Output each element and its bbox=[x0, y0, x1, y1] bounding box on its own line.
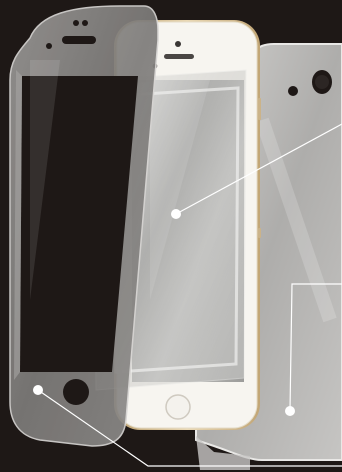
front-camera bbox=[175, 41, 181, 47]
callout-dot-front-cover bbox=[33, 385, 43, 395]
front-cover-home-button-hole bbox=[63, 379, 89, 405]
callout-dot-back-cover bbox=[285, 406, 295, 416]
side-button bbox=[258, 98, 261, 120]
callout-dot-glass bbox=[171, 209, 181, 219]
front-cover-earpiece-slot bbox=[62, 36, 96, 44]
home-button bbox=[166, 395, 190, 419]
earpiece bbox=[164, 54, 194, 59]
back-cover-flash-hole bbox=[288, 86, 298, 96]
